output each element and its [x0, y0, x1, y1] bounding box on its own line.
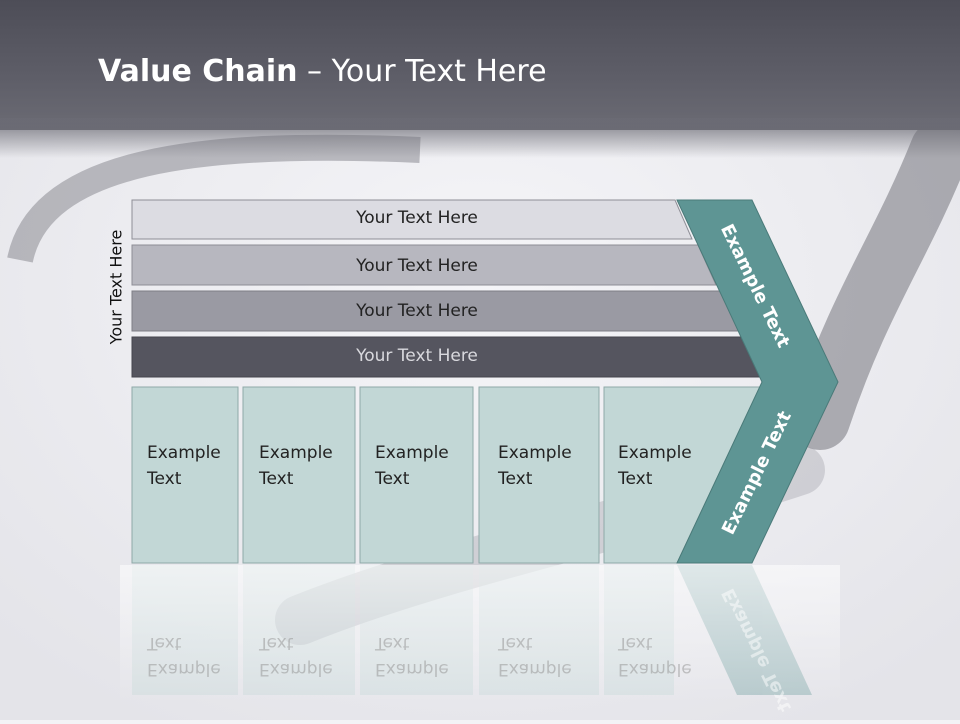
cell-reflection-3: Example Text: [375, 630, 449, 682]
cell-line: Text: [375, 469, 410, 489]
row-band-2: [131, 244, 717, 286]
cell-line: Example: [259, 659, 333, 679]
header-fade: [0, 118, 960, 158]
cell-line: Example: [147, 659, 221, 679]
cell-line: Text: [618, 633, 653, 653]
cell-box-2: [242, 386, 356, 564]
header-bar: [0, 0, 960, 130]
cell-reflection-4: Example Text: [498, 630, 572, 682]
cell-line: Example: [498, 659, 572, 679]
row-band-1: [131, 199, 693, 240]
cell-box-1: [131, 386, 239, 564]
cell-line: Text: [498, 633, 533, 653]
cell-line: Text: [375, 633, 410, 653]
cell-reflection-2: Example Text: [259, 630, 333, 682]
title-bold: Value Chain: [98, 54, 298, 89]
cell-line: Example: [259, 443, 333, 463]
cell-box-3: [359, 386, 474, 564]
row-label-2: Your Text Here: [356, 256, 478, 276]
cell-line: Text: [147, 633, 182, 653]
cell-reflection-5: Example Text: [618, 630, 692, 682]
cell-line: Example: [375, 443, 449, 463]
cell-box-4: [478, 386, 600, 564]
slide-title: Value Chain – Your Text Here: [98, 54, 547, 89]
cell-line: Example: [618, 443, 692, 463]
cell-line: Example: [375, 659, 449, 679]
cell-line: Example: [147, 443, 221, 463]
cell-line: Example: [618, 659, 692, 679]
chevron-arrow: [676, 199, 839, 564]
cell-line: Text: [618, 469, 653, 489]
cell-line: Text: [498, 469, 533, 489]
title-rest: – Your Text Here: [297, 54, 547, 89]
row-label-1: Your Text Here: [356, 208, 478, 228]
cell-line: Example: [498, 443, 572, 463]
cell-line: Text: [147, 469, 182, 489]
cell-reflection-1: Example Text: [147, 630, 221, 682]
row-label-4: Your Text Here: [356, 346, 478, 366]
cell-line: Text: [259, 633, 294, 653]
row-label-3: Your Text Here: [356, 301, 478, 321]
cell-line: Text: [259, 469, 294, 489]
